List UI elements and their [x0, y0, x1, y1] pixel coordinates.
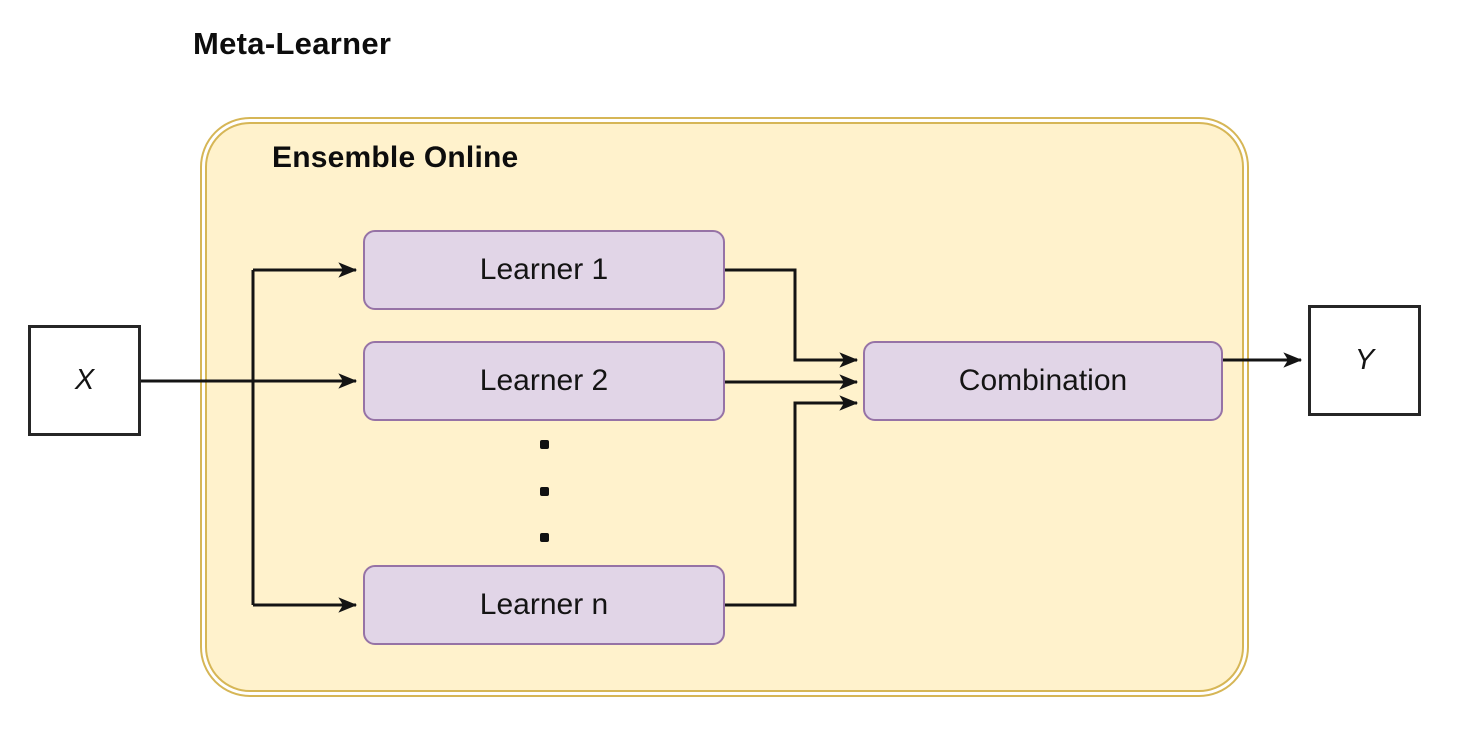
combination-label: Combination — [958, 364, 1128, 397]
input-node-label: X — [74, 364, 95, 396]
learner-n-node: Learner n — [363, 565, 725, 645]
learner-2-label: Learner 2 — [479, 364, 609, 397]
output-node-y: Y — [1308, 305, 1421, 416]
learner-n-label: Learner n — [479, 588, 609, 621]
learner-1-node: Learner 1 — [363, 230, 725, 310]
diagram-title: Meta-Learner — [193, 26, 392, 61]
input-node-x: X — [28, 325, 141, 436]
learner-1-label: Learner 1 — [479, 253, 609, 286]
ensemble-online-label: Ensemble Online — [272, 141, 519, 174]
learner-2-node: Learner 2 — [363, 341, 725, 421]
output-node-label: Y — [1354, 344, 1375, 376]
combination-node: Combination — [863, 341, 1223, 421]
